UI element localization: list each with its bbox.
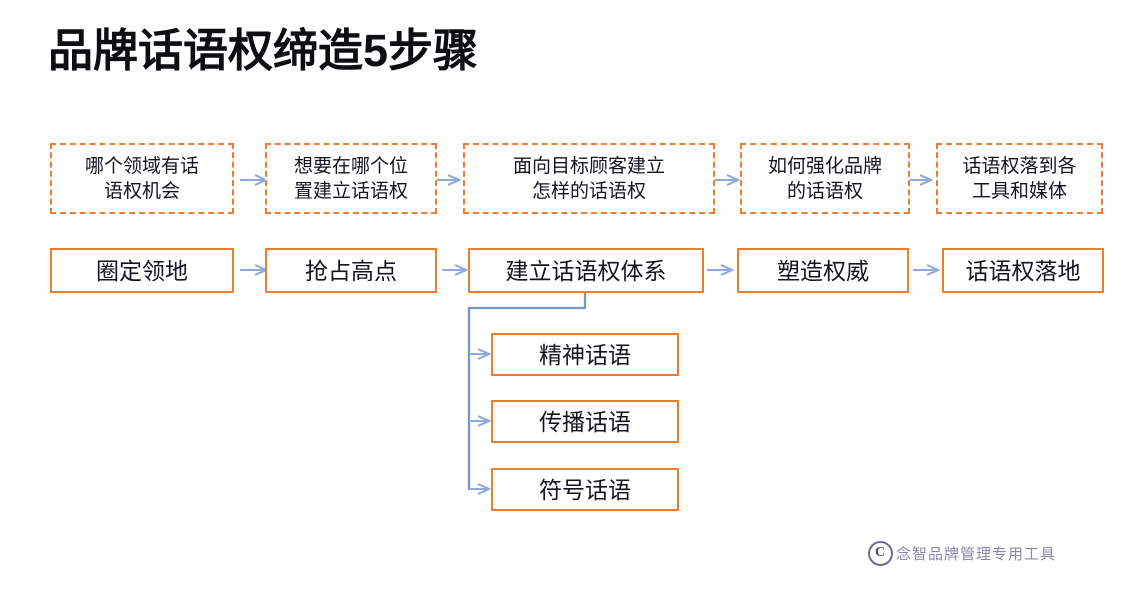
footer-credit-text: 念智品牌管理专用工具 — [896, 545, 1057, 563]
question-box-2-label: 想要在哪个位 置建立话语权 — [293, 155, 408, 202]
sub-box-1-label: 精神话语 — [539, 341, 631, 368]
sub-box-1[interactable]: 精神话语 — [491, 333, 679, 376]
page-title: 品牌话语权缔造5步骤 — [48, 25, 479, 76]
footer-credit: C 念智品牌管理专用工具 — [868, 540, 1056, 566]
step-box-1-label: 圈定领地 — [96, 257, 188, 284]
step-box-4[interactable]: 塑造权威 — [737, 248, 909, 293]
question-box-1[interactable]: 哪个领域有话 语权机会 — [50, 143, 234, 214]
question-box-1-label: 哪个领域有话 语权机会 — [84, 155, 199, 202]
step-box-5-label: 话语权落地 — [965, 257, 1081, 284]
step-box-3[interactable]: 建立话语权体系 — [468, 248, 704, 293]
step-box-1[interactable]: 圈定领地 — [50, 248, 234, 293]
question-box-5-label: 话语权落到各 工具和媒体 — [962, 155, 1077, 202]
sub-box-3-label: 符号话语 — [539, 476, 631, 503]
step-box-2-label: 抢占高点 — [305, 257, 397, 284]
question-box-5[interactable]: 话语权落到各 工具和媒体 — [936, 143, 1103, 214]
sub-box-2-label: 传播话语 — [539, 408, 631, 435]
question-box-3[interactable]: 面向目标顾客建立 怎样的话语权 — [463, 143, 715, 214]
question-box-2[interactable]: 想要在哪个位 置建立话语权 — [265, 143, 437, 214]
question-box-4-label: 如何强化品牌 的话语权 — [767, 155, 882, 202]
step-box-3-label: 建立话语权体系 — [505, 257, 667, 284]
step-box-4-label: 塑造权威 — [777, 257, 869, 284]
question-box-4[interactable]: 如何强化品牌 的话语权 — [740, 143, 910, 214]
question-box-3-label: 面向目标顾客建立 怎样的话语权 — [512, 155, 665, 202]
sub-box-2[interactable]: 传播话语 — [491, 400, 679, 443]
step-box-2[interactable]: 抢占高点 — [265, 248, 437, 293]
copyright-icon: C — [868, 540, 893, 566]
sub-box-3[interactable]: 符号话语 — [491, 468, 679, 511]
step-box-5[interactable]: 话语权落地 — [942, 248, 1104, 293]
